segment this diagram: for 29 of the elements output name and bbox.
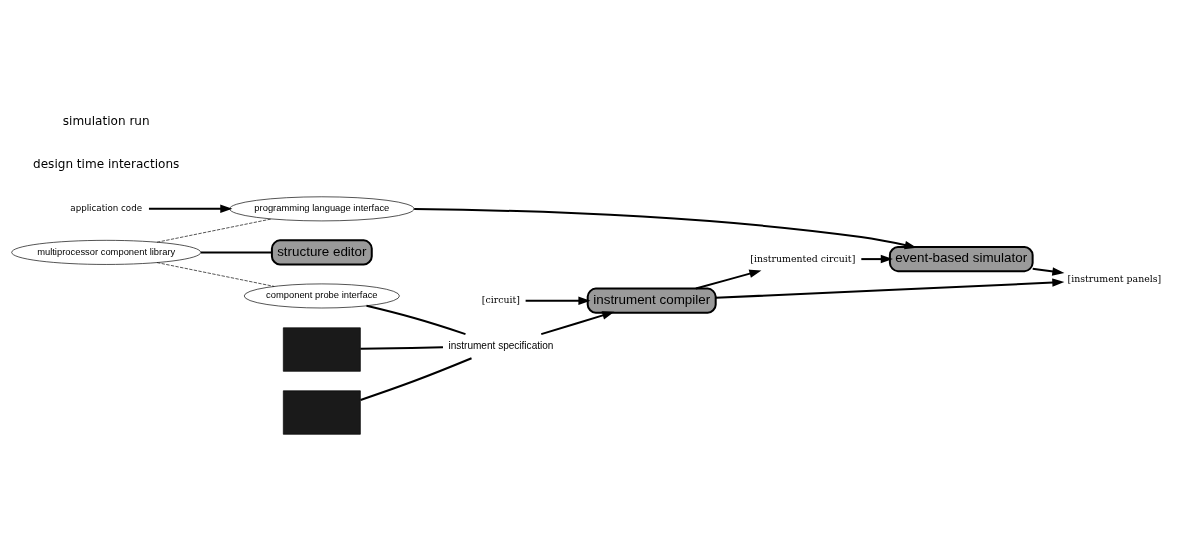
connector <box>200 250 272 253</box>
arrow <box>1032 266 1065 276</box>
node-text: instrument specification <box>448 339 554 351</box>
arrow <box>414 207 917 249</box>
node-box: event-based simulator <box>888 245 1034 272</box>
arrow <box>715 277 1065 299</box>
connector <box>156 261 275 287</box>
label: design time interactions <box>33 156 180 171</box>
node-box: structure editor <box>270 238 373 265</box>
node-box: instrument compiler <box>586 287 717 314</box>
arrow <box>148 204 233 213</box>
node-ellipse: programming language interface <box>229 195 415 221</box>
node-text: [instrument panels] <box>1067 272 1162 284</box>
node-text: application code <box>70 202 143 213</box>
connector <box>360 356 472 401</box>
node-ellipse: component probe interface <box>243 283 400 308</box>
node-text: [instrumented circuit] <box>750 252 856 264</box>
arrow <box>525 295 591 305</box>
node-box <box>282 389 361 435</box>
node-box <box>282 326 361 372</box>
node-ellipse: multiprocessor component library <box>11 239 202 265</box>
node-text: [circuit] <box>481 293 520 305</box>
arrow <box>540 310 615 335</box>
connector <box>366 304 466 335</box>
label: simulation run <box>62 113 150 128</box>
connector <box>360 345 443 350</box>
arrow <box>695 269 762 290</box>
arrow <box>861 254 893 263</box>
connector <box>156 218 272 243</box>
